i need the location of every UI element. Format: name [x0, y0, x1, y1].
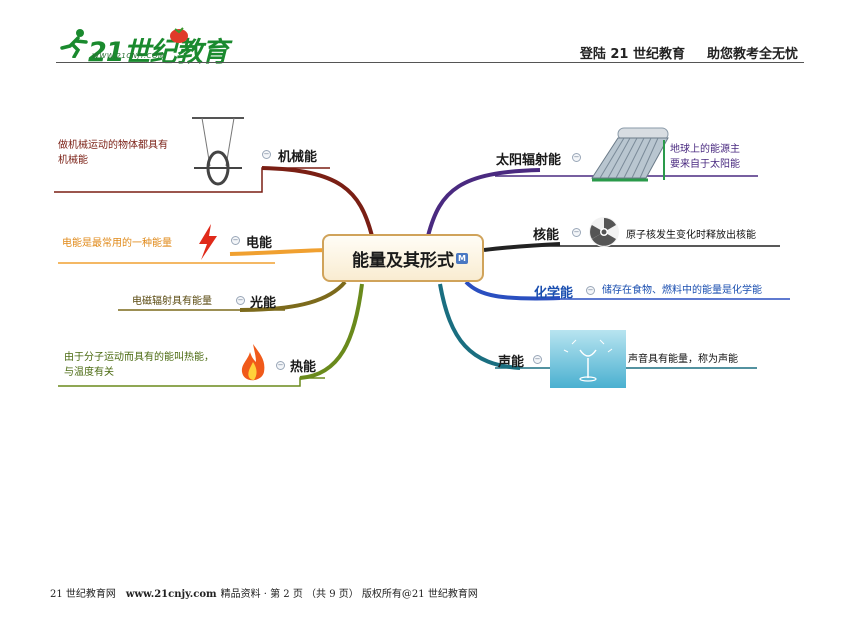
logo-url: WWW.21CNJY.COM: [92, 52, 165, 60]
collapse-toggle-solar[interactable]: −: [572, 153, 581, 162]
pendulum-wheel-icon: [192, 117, 244, 186]
header-slogan-right: 助您教考全无忧: [706, 47, 798, 62]
topic-nuclear[interactable]: 核能: [533, 228, 560, 243]
branch-electric: [229, 248, 331, 256]
footer-url[interactable]: www.21cnjy.com: [125, 589, 217, 600]
lightning-icon: [199, 224, 217, 260]
branch-nuclear: [483, 242, 561, 252]
note-mechanical: 做机械运动的物体都具有 机械能: [58, 140, 168, 166]
collapse-toggle-nuclear[interactable]: −: [572, 228, 581, 237]
topic-sound[interactable]: 声能: [498, 355, 525, 370]
collapse-toggle-light[interactable]: −: [236, 296, 245, 305]
collapse-toggle-heat[interactable]: −: [276, 361, 285, 370]
topic-solar[interactable]: 太阳辐射能: [496, 153, 562, 168]
topic-mechanical[interactable]: 机械能: [278, 150, 318, 165]
note-light: 电磁辐射具有能量: [132, 296, 212, 307]
solar-water-heater-icon: [591, 127, 669, 182]
topic-heat[interactable]: 热能: [290, 360, 317, 375]
branch-heat: [299, 283, 364, 380]
header-slogan-left: 登陆 21 世纪教育: [579, 47, 685, 62]
note-nuclear: 原子核发生变化时释放出核能: [626, 230, 756, 241]
underline-heat: [58, 377, 325, 387]
branch-mechanical: [261, 166, 374, 237]
footer-site: 21 世纪教育网: [50, 589, 116, 600]
header-divider: [56, 62, 804, 63]
flame-icon: [241, 344, 265, 381]
collapse-toggle-electric[interactable]: −: [231, 236, 240, 245]
topic-chemical[interactable]: 化学能: [534, 286, 574, 301]
topic-electric[interactable]: 电能: [246, 236, 273, 251]
collapse-toggle-sound[interactable]: −: [533, 355, 542, 364]
logo-runner-icon: [60, 29, 88, 58]
mindmap-badge-icon: M: [456, 253, 468, 264]
branch-sound: [438, 283, 521, 370]
note-heat: 由于分子运动而具有的能叫热能， 与温度有关: [64, 352, 214, 378]
collapse-toggle-mechanical[interactable]: −: [262, 150, 271, 159]
footer-info: 精品资料 · 第 2 页 （共 9 页） 版权所有@21 世纪教育网: [220, 589, 478, 600]
radiation-icon: [589, 217, 619, 247]
logo-tomato-icon: [170, 27, 188, 43]
breaking-glass-icon: [550, 330, 626, 388]
header-slogan: 登陆 21 世纪教育 助您教考全无忧: [580, 43, 798, 62]
note-sound: 声音具有能量，称为声能: [628, 354, 738, 365]
topic-light[interactable]: 光能: [250, 296, 277, 311]
note-electric: 电能是最常用的一种能量: [62, 238, 172, 249]
note-chemical: 储存在食物、燃料中的能量是化学能: [602, 285, 762, 296]
branch-solar: [426, 168, 541, 237]
note-solar: 地球上的能源主 要来自于太阳能: [670, 144, 740, 170]
underline-mechanical: [54, 167, 330, 193]
collapse-toggle-chemical[interactable]: −: [586, 286, 595, 295]
